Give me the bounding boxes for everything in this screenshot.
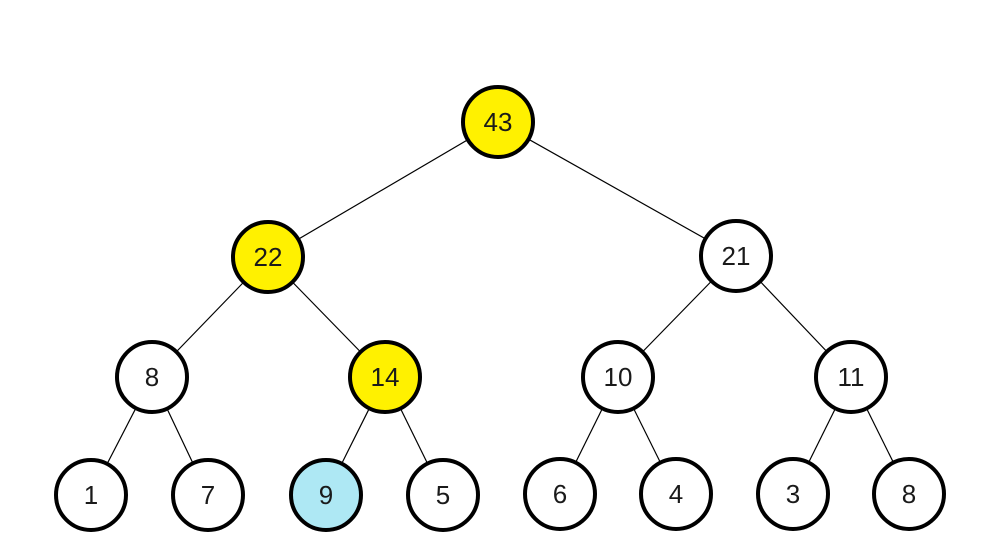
node-value: 6 [552, 478, 568, 509]
tree-node-leaf-6: 6 [523, 457, 597, 531]
tree-node-22: 22 [231, 220, 305, 294]
node-value: 5 [435, 479, 451, 510]
tree-node-8: 8 [115, 340, 189, 414]
tree-node-14: 14 [348, 340, 422, 414]
node-value: 11 [837, 361, 865, 392]
tree-node-root-43: 43 [461, 85, 535, 159]
tree-node-leaf-5: 5 [406, 458, 480, 532]
node-value: 8 [901, 478, 917, 509]
tree-node-leaf-3: 3 [756, 457, 830, 531]
tree-node-11: 11 [814, 340, 888, 414]
node-value: 22 [253, 241, 283, 272]
node-value: 9 [318, 479, 334, 510]
tree-node-10: 10 [581, 340, 655, 414]
node-value: 4 [668, 478, 684, 509]
node-value: 7 [200, 479, 216, 510]
tree-node-leaf-1: 1 [54, 458, 128, 532]
tree-edge-43-22 [267, 121, 499, 258]
node-value: 1 [83, 479, 99, 510]
node-value: 43 [483, 106, 513, 137]
node-value: 21 [721, 240, 751, 271]
tree-node-leaf-7: 7 [171, 458, 245, 532]
tree-node-21: 21 [699, 219, 773, 293]
node-value: 10 [603, 361, 633, 392]
tree-edge-43-21 [497, 121, 737, 257]
tree-node-leaf-4: 4 [639, 457, 713, 531]
node-value: 3 [785, 478, 801, 509]
tree-node-leaf-8: 8 [872, 457, 946, 531]
node-value: 14 [370, 361, 400, 392]
node-value: 8 [144, 361, 160, 392]
tree-node-leaf-9: 9 [289, 458, 363, 532]
